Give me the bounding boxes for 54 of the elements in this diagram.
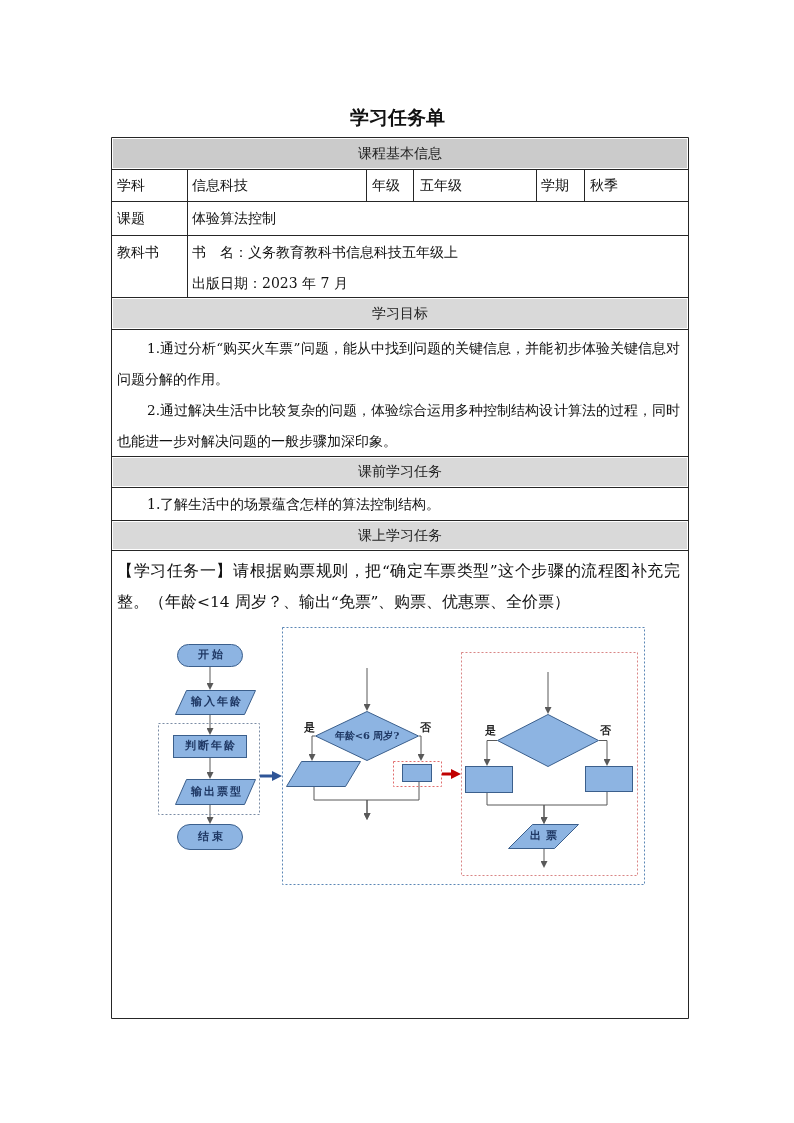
arrow — [417, 735, 425, 761]
field-label: 学科 — [117, 176, 145, 195]
terminal-pill: 结束 — [177, 824, 243, 850]
process-box — [465, 766, 513, 793]
field-label: 学期 — [541, 176, 569, 195]
page-title: 学习任务单 — [349, 106, 445, 128]
edge-label: 否 — [418, 722, 432, 734]
arrow — [206, 757, 214, 779]
arrow — [540, 848, 548, 868]
dotted-frame — [393, 761, 442, 787]
paragraph: 2.通过解决生活中比较复杂的问题，体验综合运用多种控制结构设计算法的过程，同时也能进一步对解决问题的一般步骤加深印象。 — [117, 401, 680, 451]
arrow — [308, 735, 316, 761]
field-value: 五年级 — [420, 176, 462, 195]
decision-diamond — [497, 714, 599, 767]
arrow — [598, 740, 611, 766]
field-value: 信息科技 — [192, 176, 248, 195]
io-parallelogram: 输入年龄 — [175, 690, 256, 715]
paragraph: 1.通过分析“购买火车票”问题，能从中找到问题的关键信息，并能初步体验关键信息对问题分解的作用。 — [117, 339, 680, 389]
field-label: 年级 — [372, 176, 400, 195]
arrow — [260, 771, 282, 781]
field-value: 秋季 — [590, 176, 618, 195]
arrow — [206, 714, 214, 735]
field-label: 教科书 — [117, 243, 159, 262]
arrow — [363, 781, 420, 820]
arrow — [206, 666, 214, 690]
field-value: 出版日期：2023 年 7 月 — [192, 274, 348, 293]
arrow — [483, 740, 498, 766]
field-value: 体验算法控制 — [192, 209, 276, 228]
dotted-panel — [461, 652, 638, 876]
edge-label: 否 — [598, 725, 612, 737]
section-header: 课前学习任务 — [113, 458, 687, 486]
arrow — [544, 671, 552, 714]
section-header: 课上学习任务 — [113, 522, 687, 549]
edge-label: 是 — [483, 725, 497, 737]
arrow — [540, 791, 608, 824]
paragraph: 1.了解生活中的场景蕴含怎样的算法控制结构。 — [147, 495, 441, 514]
section-header: 学习目标 — [113, 299, 687, 328]
section-header: 课程基本信息 — [113, 139, 687, 168]
io-parallelogram: 输出票型 — [175, 779, 256, 805]
io-parallelogram — [286, 761, 361, 787]
terminal-pill: 开始 — [177, 644, 243, 667]
io-parallelogram: 出票 — [508, 824, 579, 849]
process-box: 判断年龄 — [173, 735, 247, 758]
paragraph: 【学习任务一】请根据购票规则，把“确定车票类型”这个步骤的流程图补充完整。（年龄<14 周岁？、输出“免票”、购票、优惠票、全价票） — [117, 561, 680, 613]
field-label: 课题 — [117, 209, 145, 228]
arrow — [363, 667, 371, 711]
process-box — [585, 766, 633, 792]
dotted-panel — [282, 627, 645, 885]
field-value: 书 名：义务教育教科书信息科技五年级上 — [192, 243, 458, 262]
arrow — [442, 769, 461, 779]
process-box — [402, 764, 432, 782]
dotted-frame — [158, 723, 260, 815]
arrow — [206, 804, 214, 824]
edge-label: 是 — [302, 722, 316, 734]
